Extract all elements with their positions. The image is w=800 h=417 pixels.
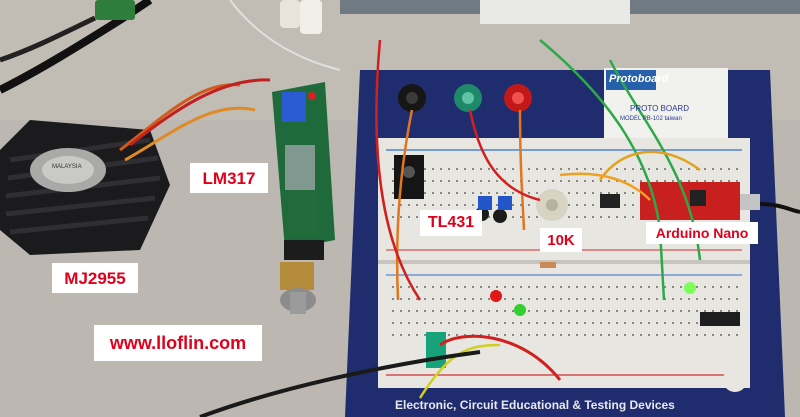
board-brand: Protoboard (609, 73, 669, 85)
label-website: www.lloflin.com (94, 325, 262, 361)
label-tl431: TL431 (420, 210, 482, 236)
module-potentiometer (280, 262, 316, 314)
board-model-line: MODEL PB-102 taiwan (620, 116, 682, 122)
label-10k: 10K (540, 228, 582, 252)
board-footer-text: Electronic, Circuit Educational & Testin… (395, 398, 675, 412)
label-lm317: LM317 (190, 163, 268, 193)
svg-text:MALAYSIA: MALAYSIA (52, 164, 82, 170)
label-mj2955: MJ2955 (52, 263, 138, 293)
board-model: PROTO BOARD (630, 104, 689, 113)
heatsink: MALAYSIA (0, 120, 170, 255)
lm317-module (272, 82, 335, 260)
label-arduino-nano: Arduino Nano (646, 222, 758, 244)
